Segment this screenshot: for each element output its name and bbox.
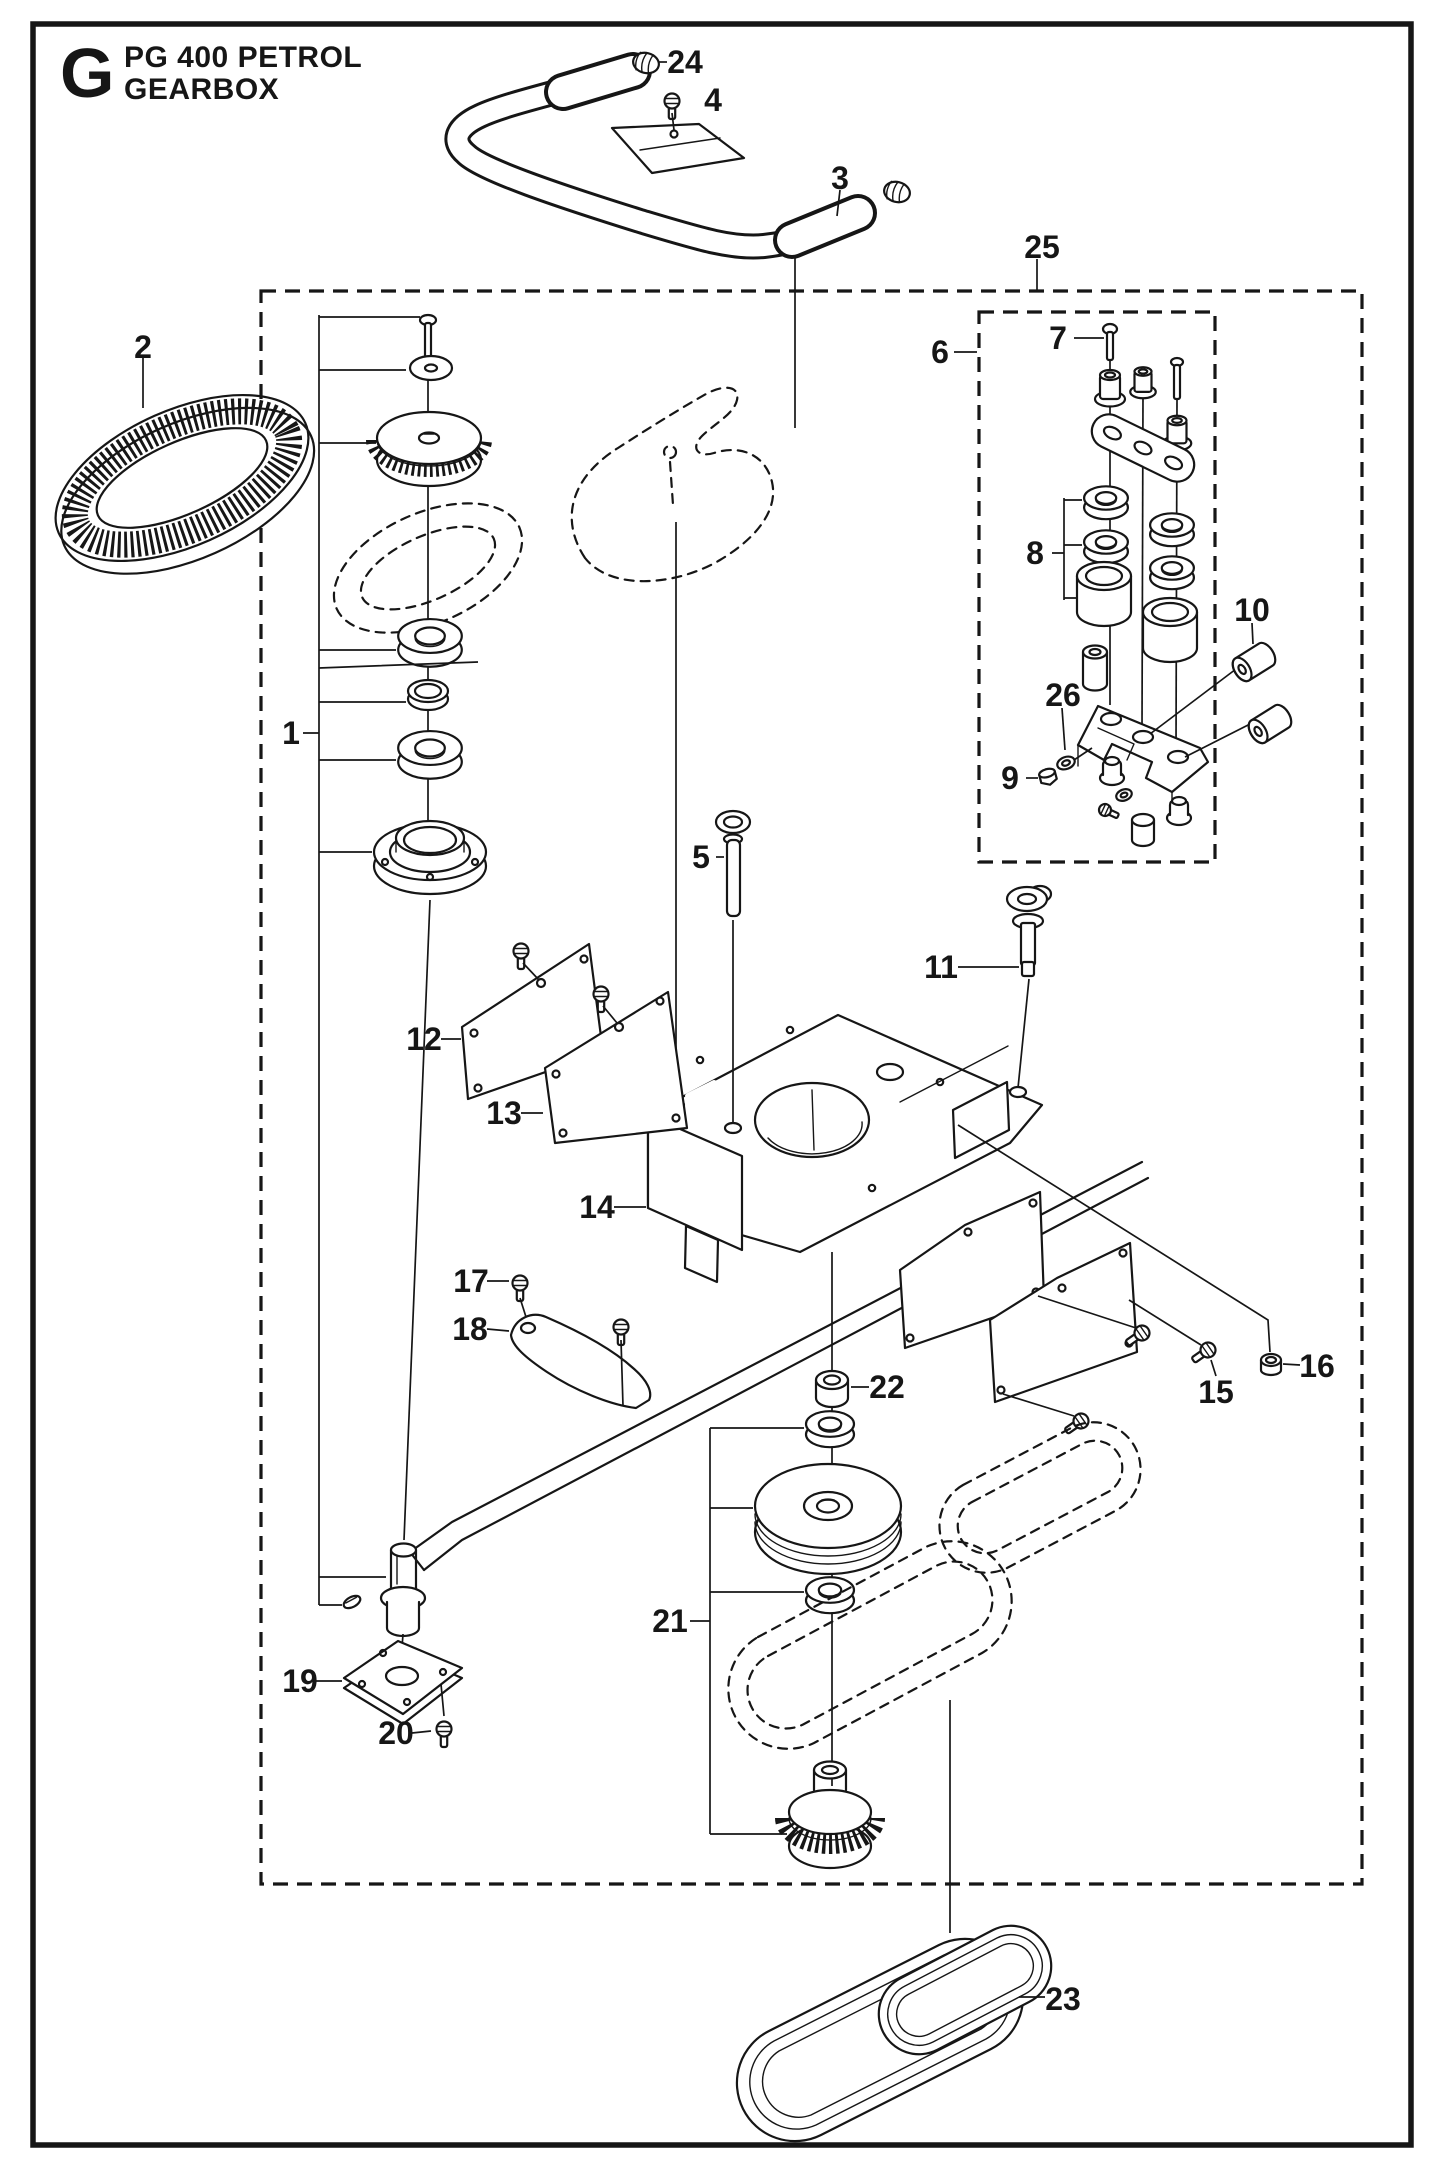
part-number-label-2: 2 xyxy=(134,329,152,365)
part-14-gearbox-housing xyxy=(648,1015,1042,1282)
part-number-label-23: 23 xyxy=(1045,1981,1081,2017)
part-15-bolt xyxy=(1187,1338,1220,1368)
title-block: G PG 400 PETROL GEARBOX xyxy=(60,34,362,112)
part-2-toothed-belt xyxy=(31,361,339,608)
part-number-label-19: 19 xyxy=(282,1663,318,1699)
part-number-label-15: 15 xyxy=(1198,1374,1234,1410)
bearing-icon xyxy=(1083,529,1129,564)
bushing-icon xyxy=(1141,596,1199,664)
part-23-vbelt xyxy=(737,1700,1051,2141)
part-number-label-17: 17 xyxy=(453,1263,489,1299)
bearing-icon xyxy=(1149,555,1195,590)
part-number-label-4: 4 xyxy=(704,82,722,118)
page-title-line1: PG 400 PETROL xyxy=(124,41,362,74)
timing-pulley xyxy=(377,412,481,486)
screw-icon xyxy=(512,942,530,971)
part-21-pulley-stack xyxy=(728,1252,1140,1868)
part-10-damper xyxy=(1227,638,1281,686)
part-number-label-16: 16 xyxy=(1299,1348,1335,1384)
part-9-nut xyxy=(1038,767,1058,787)
bearing-icon xyxy=(805,1576,855,1615)
damper-sub-assembly xyxy=(1038,324,1297,846)
page-frame xyxy=(33,24,1411,2145)
belt-pulley xyxy=(755,1464,901,1574)
part-17-bolt xyxy=(511,1274,529,1303)
callout-leaders xyxy=(143,62,1300,1997)
part-number-label-10: 10 xyxy=(1234,592,1270,628)
woodruff-key xyxy=(342,1593,363,1610)
part-1-pulley-stack xyxy=(314,315,541,894)
part-number-label-9: 9 xyxy=(1001,760,1019,796)
part-26-washer xyxy=(1055,754,1076,771)
part-number-label-3: 3 xyxy=(831,160,849,196)
ghost-handlebar-position xyxy=(572,388,773,581)
bushing-icon xyxy=(1093,368,1127,408)
handle-cap xyxy=(880,178,914,206)
part-number-label-13: 13 xyxy=(486,1095,522,1131)
ghost-belt-position xyxy=(728,1422,1140,1748)
leader-lines-housing xyxy=(404,253,1029,1540)
rubber-stud-icon xyxy=(1165,795,1193,827)
part-number-label-22: 22 xyxy=(869,1369,905,1405)
plate-screws-left xyxy=(512,942,618,1024)
part-number-label-8: 8 xyxy=(1026,535,1044,571)
bearing-icon xyxy=(397,617,463,668)
part-19-shaft-group xyxy=(342,1544,462,1749)
part-20-screw xyxy=(435,1720,453,1749)
right-plates-group xyxy=(900,1125,1281,1439)
screw-icon xyxy=(1096,801,1122,823)
part-number-label-24: 24 xyxy=(667,44,703,80)
part-number-label-11: 11 xyxy=(924,949,958,985)
part-number-label-1: 1 xyxy=(282,715,300,751)
part-11-bolt xyxy=(1007,886,1051,976)
part-number-label-25: 25 xyxy=(1024,229,1060,265)
part-13-plate xyxy=(545,992,687,1143)
link-plate xyxy=(1086,409,1200,488)
part-number-label-21: 21 xyxy=(652,1603,688,1639)
part-18-arm-group xyxy=(511,1274,650,1409)
part-3-handlebar-group xyxy=(457,49,914,246)
part-16-nut xyxy=(1261,1354,1281,1375)
page-title-line2: GEARBOX xyxy=(124,73,279,106)
washer-icon xyxy=(1115,787,1134,803)
flange-housing xyxy=(374,821,486,894)
section-letter: G xyxy=(60,34,114,112)
part-number-label-5: 5 xyxy=(692,839,710,875)
mount-bracket xyxy=(1078,706,1208,808)
part-5-pin xyxy=(716,811,750,916)
bearing-icon xyxy=(1149,512,1195,547)
bearing-icon xyxy=(397,729,463,780)
bolt-icon xyxy=(1060,1409,1093,1439)
part-number-label-20: 20 xyxy=(378,1715,414,1751)
bearing-icon xyxy=(1083,485,1129,520)
bushing-icon xyxy=(1129,366,1157,400)
rubber-stud-icon xyxy=(1098,755,1126,787)
part-number-label-6: 6 xyxy=(931,334,949,370)
part-number-label-7: 7 xyxy=(1049,320,1067,356)
assembly-box-25 xyxy=(261,291,1362,1884)
part-number-label-26: 26 xyxy=(1045,677,1081,713)
gear-pulley xyxy=(789,1762,871,1869)
assembly-box-6 xyxy=(979,312,1215,862)
part-number-label-18: 18 xyxy=(452,1311,488,1347)
part-number-label-12: 12 xyxy=(406,1021,442,1057)
bushing-icon xyxy=(1075,560,1133,628)
part-number-label-14: 14 xyxy=(579,1189,615,1225)
part-10-damper xyxy=(1243,700,1297,748)
ghost-belt-position xyxy=(314,477,541,659)
bearing-icon xyxy=(805,1410,855,1449)
